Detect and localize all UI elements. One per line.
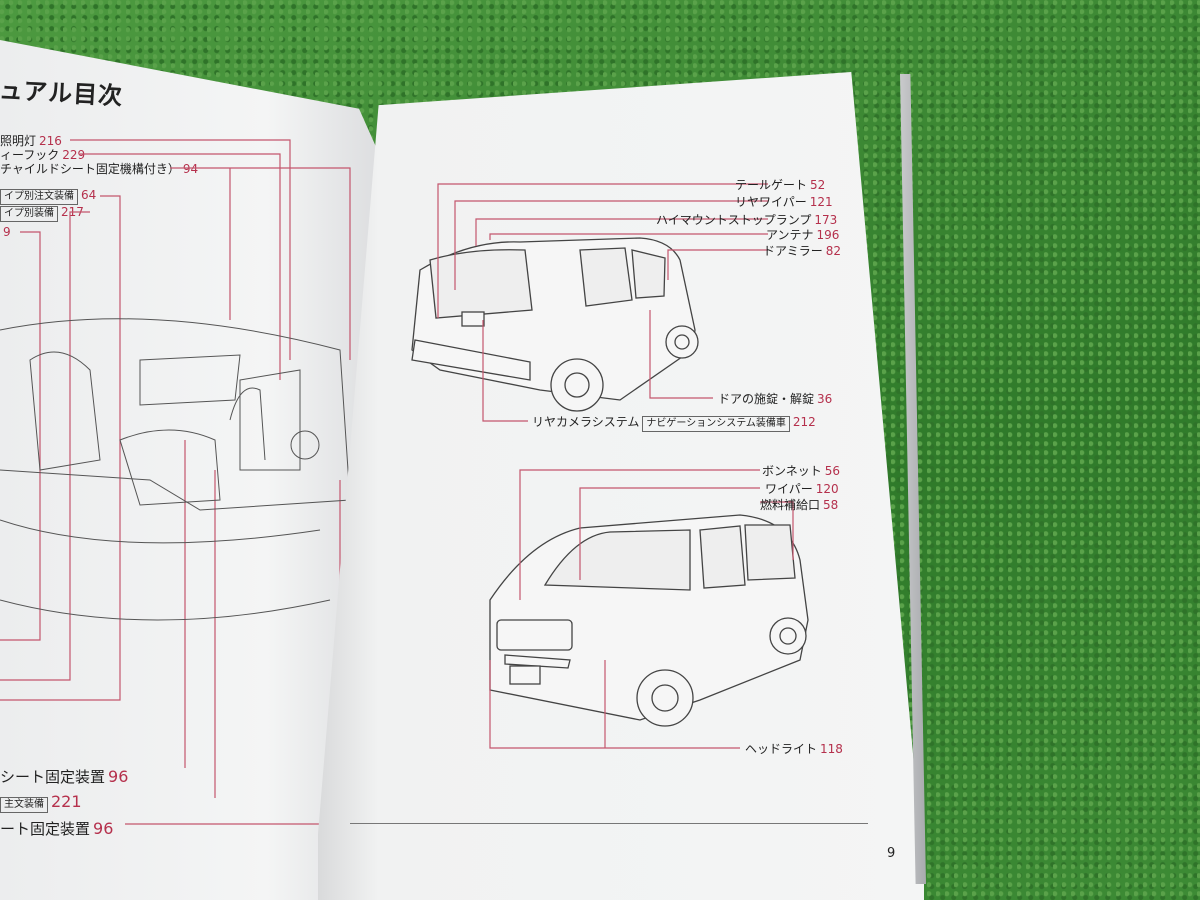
left-label-nine: 9 (3, 225, 11, 239)
left-page (0, 40, 382, 900)
footer-rule (350, 823, 868, 824)
left-label-child-seat: チャイルドシート固定機構付き）94 (0, 162, 199, 176)
page-number: 9 (887, 846, 896, 861)
right-page (318, 72, 924, 900)
interior-diagram (0, 139, 351, 825)
